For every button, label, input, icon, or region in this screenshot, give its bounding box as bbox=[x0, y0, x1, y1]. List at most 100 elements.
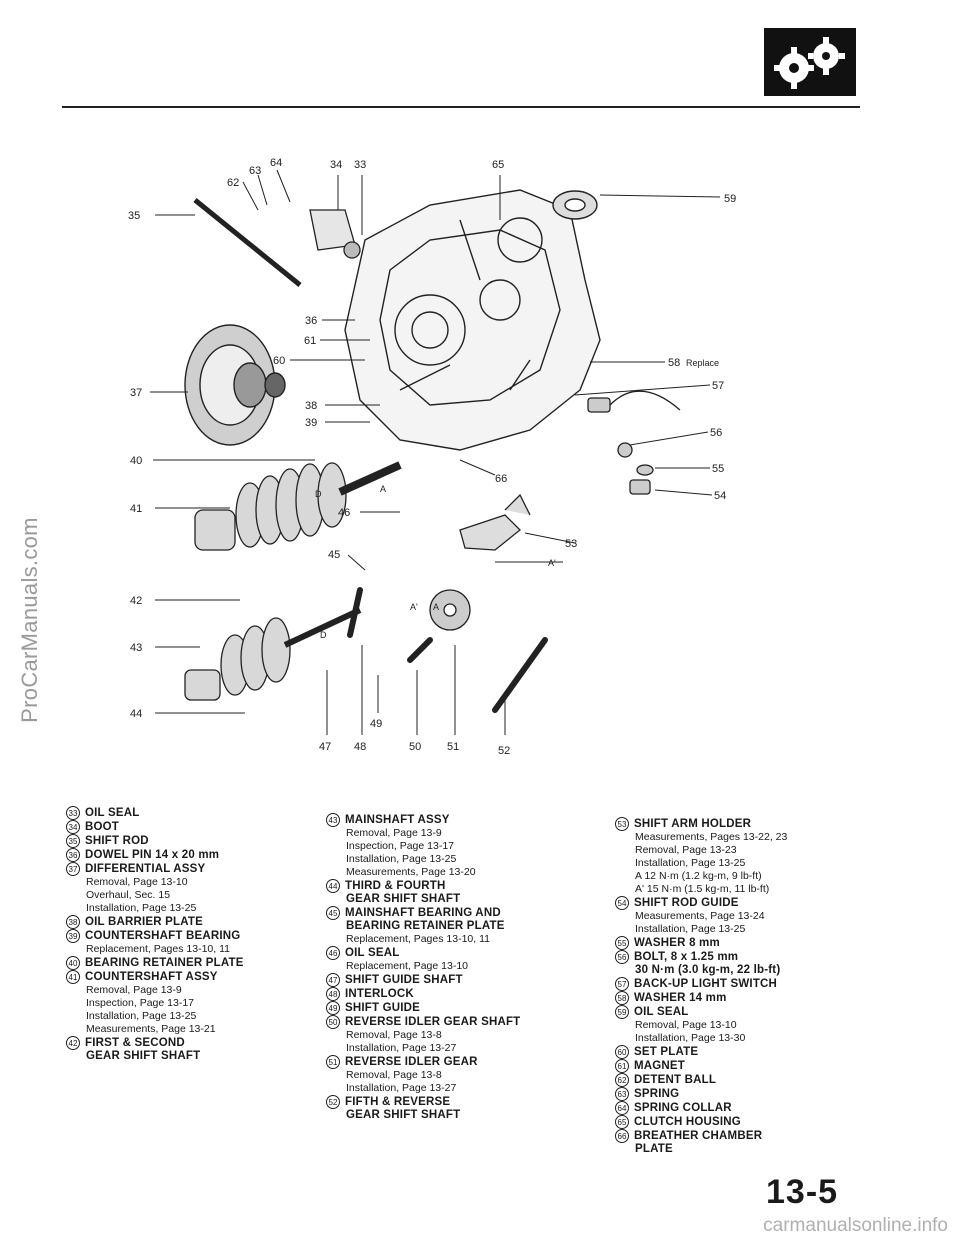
part-number-badge: 47 bbox=[326, 973, 340, 987]
part-name: SHIFT ROD GUIDE bbox=[634, 897, 739, 909]
procedure-ref: Installation, Page 13-25 bbox=[86, 1010, 197, 1022]
callout-64: 64 bbox=[270, 157, 282, 169]
callout-62: 62 bbox=[227, 177, 239, 189]
procedure-ref: Removal, Page 13-10 bbox=[635, 1019, 737, 1031]
callout-35: 35 bbox=[128, 210, 140, 222]
part-number-badge: 33 bbox=[66, 806, 80, 820]
callout-57: 57 bbox=[712, 380, 724, 392]
procedure-ref: Replacement, Pages 13-10, 11 bbox=[86, 943, 230, 955]
part-name: SET PLATE bbox=[634, 1046, 699, 1058]
part-number-badge: 37 bbox=[66, 862, 80, 876]
part-name-cont: PLATE bbox=[635, 1143, 673, 1155]
callout-59: 59 bbox=[724, 193, 736, 205]
part-name: SPRING bbox=[634, 1088, 680, 1100]
procedure-ref: Installation, Page 13-25 bbox=[635, 857, 746, 869]
part-number-badge: 57 bbox=[615, 977, 629, 991]
diagram-callouts: 35 62 63 64 34 33 65 59 36 61 60 58 Repl… bbox=[128, 157, 736, 757]
procedure-ref: Removal, Page 13-9 bbox=[346, 827, 442, 839]
part-number-badge: 53 bbox=[615, 817, 629, 831]
part-name: COUNTERSHAFT ASSY bbox=[85, 971, 218, 983]
letter-a-1: A bbox=[380, 484, 386, 494]
procedure-ref: Removal, Page 13-23 bbox=[635, 844, 737, 856]
callout-48: 48 bbox=[354, 741, 366, 753]
part-number-badge: 34 bbox=[66, 820, 80, 834]
part-number-badge: 39 bbox=[66, 929, 80, 943]
part-name: SHIFT ARM HOLDER bbox=[634, 818, 752, 830]
part-name: SPRING COLLAR bbox=[634, 1102, 732, 1114]
transmission-icon bbox=[764, 28, 856, 96]
mainshaft-drawing bbox=[184, 607, 362, 701]
part-number-badge: 50 bbox=[326, 1015, 340, 1029]
procedure-ref: Installation, Page 13-25 bbox=[346, 853, 457, 865]
procedure-ref: Inspection, Page 13-17 bbox=[86, 997, 194, 1009]
procedure-ref: Installation, Page 13-30 bbox=[635, 1032, 746, 1044]
part-number-badge: 36 bbox=[66, 848, 80, 862]
letter-d-1: D bbox=[315, 489, 322, 499]
procedure-ref: Replacement, Pages 13-10, 11 bbox=[346, 933, 490, 945]
callout-36: 36 bbox=[305, 315, 317, 327]
callout-33: 33 bbox=[354, 159, 366, 171]
letter-a-2: A bbox=[433, 602, 439, 612]
part-name: COUNTERSHAFT BEARING bbox=[85, 930, 241, 942]
callout-49: 49 bbox=[370, 718, 382, 730]
page-number: 13-5 bbox=[766, 1173, 839, 1211]
exploded-view-diagram: 35 62 63 64 34 33 65 59 36 61 60 58 Repl… bbox=[128, 157, 736, 757]
part-name: SHIFT ROD bbox=[85, 835, 149, 847]
letter-d-2: D bbox=[320, 630, 327, 640]
callout-39: 39 bbox=[305, 417, 317, 429]
part-name: SHIFT GUIDE bbox=[345, 1002, 421, 1014]
side-watermark: ProCarManuals.com bbox=[10, 420, 50, 820]
part-number-badge: 40 bbox=[66, 956, 80, 970]
part-name: BACK-UP LIGHT SWITCH bbox=[634, 978, 778, 990]
procedure-ref: Installation, Page 13-25 bbox=[635, 923, 746, 935]
part-number-badge: 45 bbox=[326, 906, 340, 920]
callout-65: 65 bbox=[492, 159, 504, 171]
torque-spec: 30 N·m (3.0 kg-m, 22 lb-ft) bbox=[635, 964, 781, 976]
part-name: INTERLOCK bbox=[345, 988, 414, 1000]
callout-61: 61 bbox=[304, 335, 316, 347]
part-name: CLUTCH HOUSING bbox=[634, 1116, 741, 1128]
side-watermark-text: ProCarManuals.com bbox=[17, 517, 42, 723]
part-number-badge: 46 bbox=[326, 946, 340, 960]
callout-41: 41 bbox=[130, 503, 142, 515]
legend-entry: 57 BACK-UP LIGHT SWITCH bbox=[615, 977, 855, 991]
part-number-badge: 59 bbox=[615, 1005, 629, 1019]
callout-51: 51 bbox=[447, 741, 459, 753]
oil-seal-drawing bbox=[552, 190, 598, 220]
callout-53: 53 bbox=[565, 538, 577, 550]
clutch-housing-drawing bbox=[344, 189, 601, 451]
torque-spec: A 12 N·m (1.2 kg-m, 9 lb-ft) bbox=[635, 870, 762, 882]
procedure-ref: Installation, Page 13-25 bbox=[86, 902, 197, 914]
part-name: FIFTH & REVERSE bbox=[345, 1096, 451, 1108]
part-number-badge: 60 bbox=[615, 1045, 629, 1059]
part-name: THIRD & FOURTH bbox=[345, 880, 446, 892]
part-number-badge: 65 bbox=[615, 1115, 629, 1129]
letter-a-prime-1: A' bbox=[548, 558, 556, 568]
procedure-ref: Removal, Page 13-10 bbox=[86, 876, 188, 888]
part-number-badge: 58 bbox=[615, 991, 629, 1005]
